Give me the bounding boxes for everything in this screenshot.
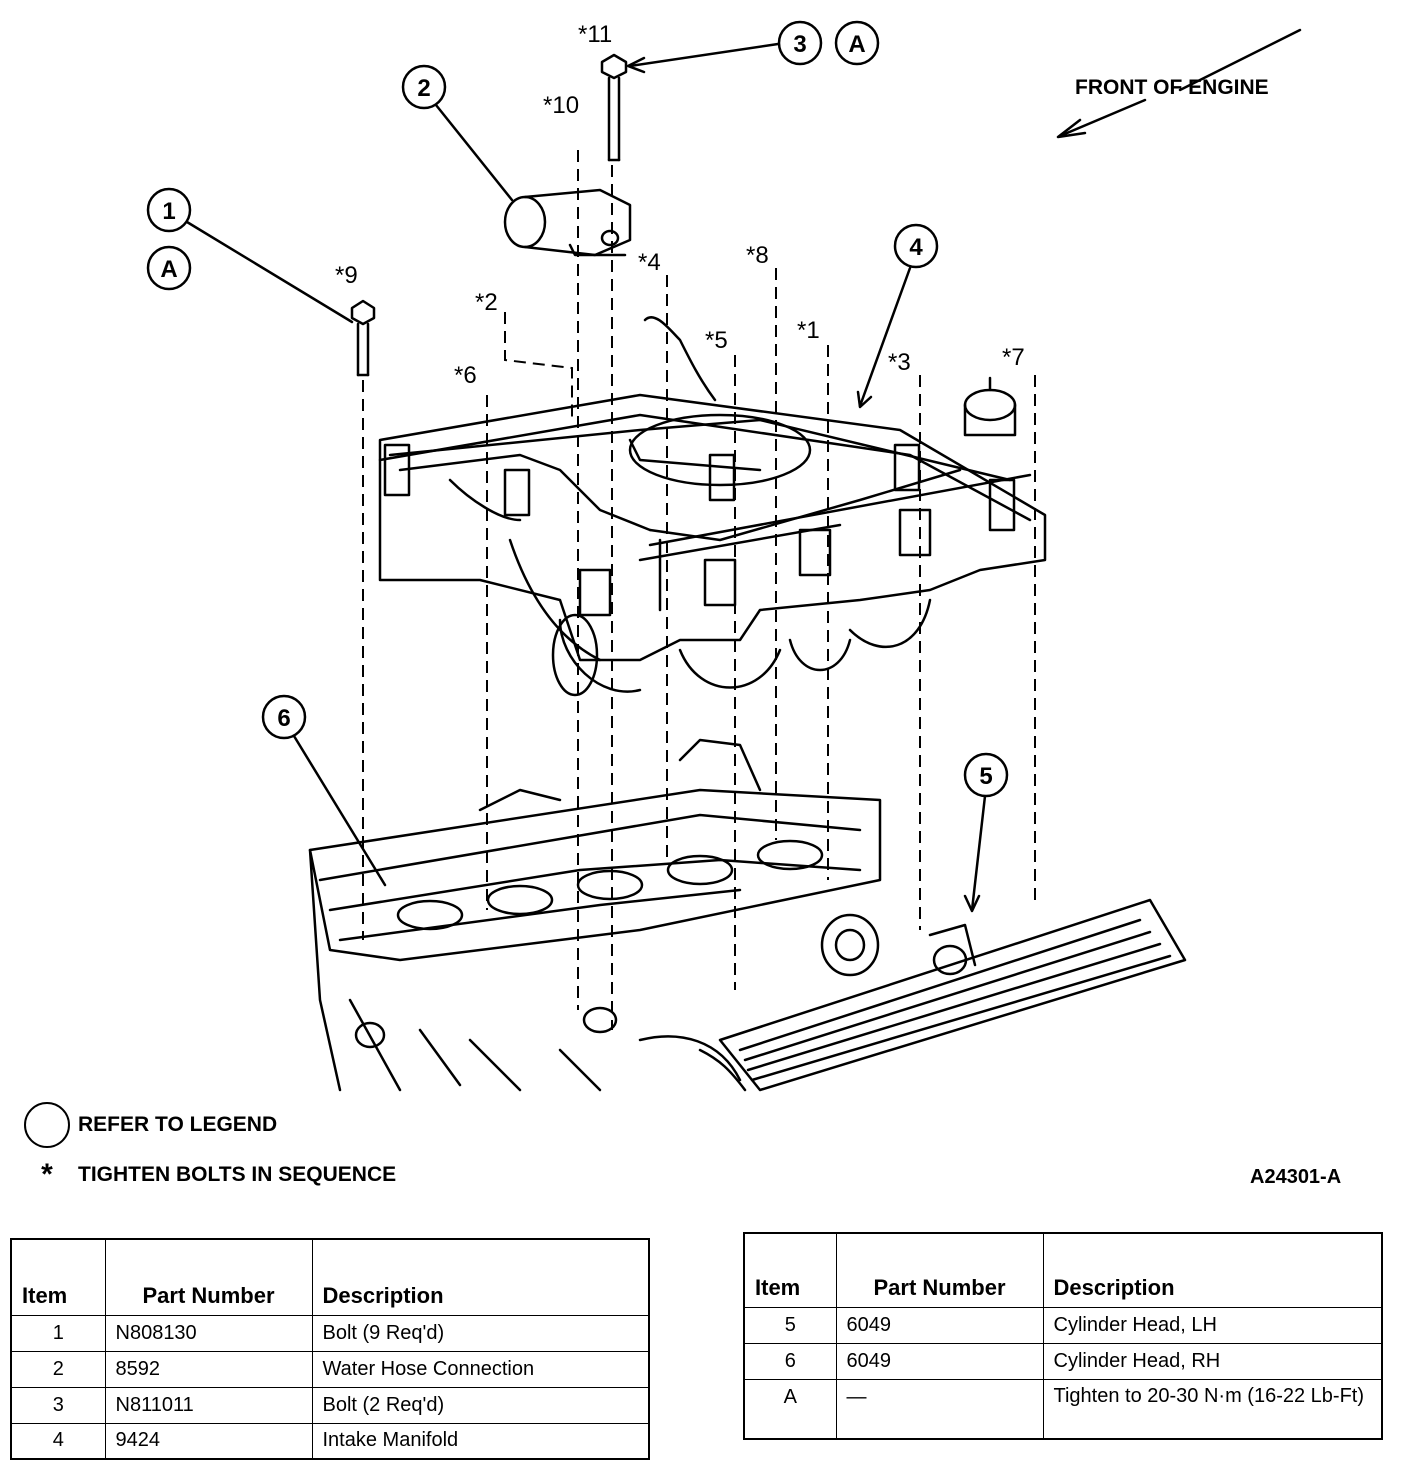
callout-a-torque-left: A	[146, 245, 192, 291]
callout-5: 5	[963, 752, 1009, 798]
row-part-number: 9424	[104, 1422, 313, 1460]
callout-2: 2	[401, 64, 447, 110]
legend-refer: REFER TO LEGEND	[24, 1102, 277, 1148]
sequence-label-8: *8	[746, 242, 769, 269]
row-item: 4	[10, 1422, 106, 1460]
row-part-number: 6049	[835, 1306, 1044, 1344]
front-of-engine-arrow	[1056, 28, 1302, 139]
row-item: 3	[10, 1386, 106, 1424]
alignment-lines	[362, 150, 1036, 1030]
legend-sequence-label: TIGHTEN BOLTS IN SEQUENCE	[78, 1163, 397, 1186]
sequence-label-2: *2	[475, 289, 498, 316]
item-callouts: 1 2 3 4 5 6 A A	[146, 20, 1009, 798]
header-item: Item	[10, 1238, 106, 1316]
sequence-label-1: *1	[797, 317, 820, 344]
row-item: 6	[743, 1342, 837, 1380]
callout-4: 4	[893, 223, 939, 269]
svg-text:5: 5	[979, 763, 992, 790]
sequence-label-5: *5	[705, 327, 728, 354]
bolt-11-illustration	[600, 53, 628, 162]
table-row: 1 N808130 Bolt (9 Req'd)	[10, 1314, 650, 1352]
water-hose-connection-illustration	[503, 188, 632, 257]
svg-text:1: 1	[162, 198, 175, 225]
callout-1: 1	[146, 187, 192, 233]
table-row: A — Tighten to 20-30 N·m (16-22 Lb-Ft)	[743, 1378, 1383, 1440]
row-description: Water Hose Connection	[311, 1350, 650, 1388]
row-description: Intake Manifold	[311, 1422, 650, 1460]
row-part-number: 6049	[835, 1342, 1044, 1380]
table-row: 5 6049 Cylinder Head, LH	[743, 1306, 1383, 1344]
header-description: Description	[1042, 1232, 1383, 1308]
intake-manifold-illustration	[378, 316, 1047, 697]
sequence-label-6: *6	[454, 362, 477, 389]
sequence-label-3: *3	[888, 349, 911, 376]
svg-text:A: A	[160, 256, 177, 283]
table-row: 6 6049 Cylinder Head, RH	[743, 1342, 1383, 1380]
row-part-number: N808130	[104, 1314, 313, 1352]
header-item: Item	[743, 1232, 837, 1308]
callout-3: 3	[777, 20, 823, 66]
bolt-sequence-labels: *1 *2 *3 *4 *5 *6 *7 *8 *9 *10 *11	[335, 21, 1025, 389]
svg-text:3: 3	[793, 31, 806, 58]
sequence-label-7: *7	[1002, 344, 1025, 371]
row-item: 2	[10, 1350, 106, 1388]
figure-id: A24301-A	[1250, 1166, 1342, 1188]
cylinder-block-illustration	[308, 738, 1187, 1092]
sequence-label-4: *4	[638, 249, 661, 276]
parts-table-right: Item Part Number Description 5 6049 Cyli…	[743, 1232, 1383, 1440]
sequence-label-9: *9	[335, 262, 358, 289]
row-description: Cylinder Head, LH	[1042, 1306, 1383, 1344]
table-row: 2 8592 Water Hose Connection	[10, 1350, 650, 1388]
callout-a-torque-right: A	[834, 20, 880, 66]
svg-text:6: 6	[277, 705, 290, 732]
row-item: A	[743, 1378, 837, 1440]
legend-sequence: * TIGHTEN BOLTS IN SEQUENCE	[24, 1160, 396, 1190]
legend-star-icon: *	[41, 1158, 53, 1191]
intake-manifold-exploded-diagram: 1 2 3 4 5 6 A A *1	[146, 20, 1302, 1092]
table-row: 4 9424 Intake Manifold	[10, 1422, 650, 1460]
legend-refer-label: REFER TO LEGEND	[78, 1113, 278, 1136]
header-description: Description	[311, 1238, 650, 1316]
table-row: 3 N811011 Bolt (2 Req'd)	[10, 1386, 650, 1424]
svg-text:2: 2	[417, 75, 430, 102]
row-description: Tighten to 20-30 N·m (16-22 Lb-Ft)	[1042, 1378, 1383, 1440]
row-part-number: —	[835, 1378, 1044, 1440]
sequence-label-10: *10	[543, 92, 579, 119]
header-part-number: Part Number	[104, 1238, 313, 1316]
row-item: 1	[10, 1314, 106, 1352]
bolt-9-illustration	[350, 299, 376, 377]
callout-leader-lines	[185, 42, 987, 913]
header-part-number: Part Number	[835, 1232, 1044, 1308]
row-description: Bolt (2 Req'd)	[311, 1386, 650, 1424]
row-part-number: 8592	[104, 1350, 313, 1388]
front-of-engine-label: FRONT OF ENGINE	[1075, 76, 1269, 99]
parts-table-left: Item Part Number Description 1 N808130 B…	[10, 1238, 650, 1460]
row-part-number: N811011	[104, 1386, 313, 1424]
callout-6: 6	[261, 694, 307, 740]
sequence-label-11: *11	[578, 21, 612, 48]
row-description: Cylinder Head, RH	[1042, 1342, 1383, 1380]
svg-text:4: 4	[909, 234, 923, 261]
svg-text:A: A	[848, 31, 865, 58]
row-description: Bolt (9 Req'd)	[311, 1314, 650, 1352]
row-item: 5	[743, 1306, 837, 1344]
legend-circle-icon	[24, 1102, 70, 1148]
